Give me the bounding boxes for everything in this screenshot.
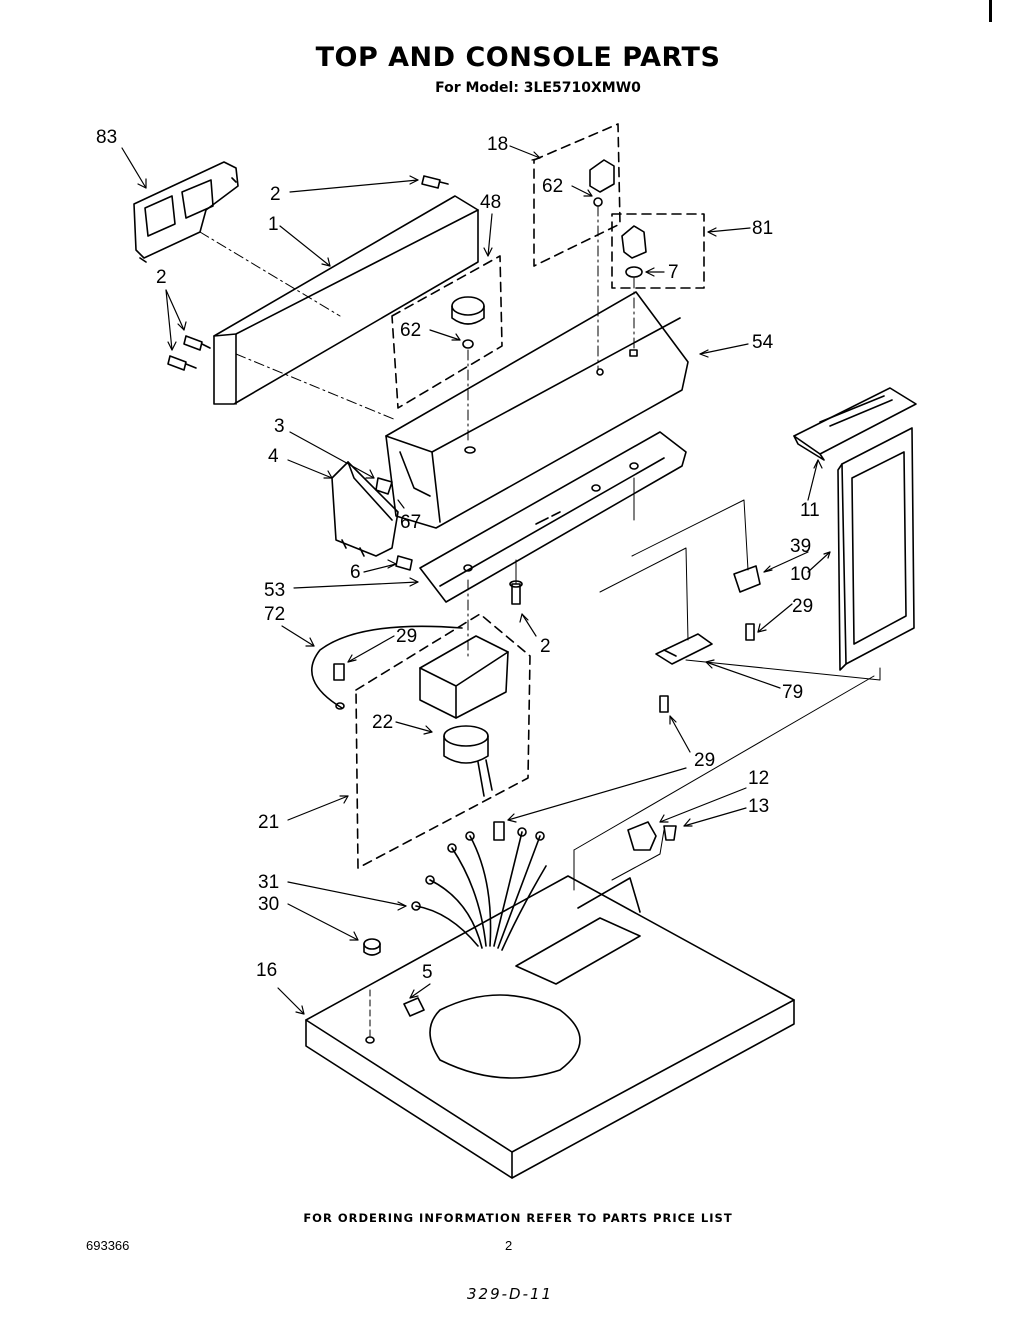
callout-83: 83 bbox=[96, 127, 117, 148]
callout-21: 21 bbox=[258, 812, 279, 833]
part-53-control-strip bbox=[419, 431, 687, 603]
part-83-bracket bbox=[133, 161, 239, 263]
callout-31: 31 bbox=[258, 872, 279, 893]
callout-29-left: 29 bbox=[396, 626, 417, 647]
leader-lines bbox=[121, 145, 831, 1015]
screw-part-29-lower bbox=[659, 695, 669, 713]
part-79-bracket bbox=[655, 633, 713, 665]
callout-16: 16 bbox=[256, 960, 277, 981]
callout-5: 5 bbox=[422, 962, 433, 983]
callout-29-right: 29 bbox=[792, 596, 813, 617]
callout-79: 79 bbox=[782, 682, 803, 703]
part-81-selector-group bbox=[611, 213, 705, 289]
part-4-end-bracket bbox=[331, 461, 399, 557]
part-13-screw bbox=[663, 825, 677, 841]
handwritten-code: 329-D-11 bbox=[467, 1285, 554, 1303]
callout-62-lower: 62 bbox=[400, 320, 421, 341]
ordering-info-note: FOR ORDERING INFORMATION REFER TO PARTS … bbox=[303, 1211, 733, 1225]
callout-29-lower: 29 bbox=[694, 750, 715, 771]
callout-10: 10 bbox=[790, 564, 811, 585]
corner-registration-mark bbox=[989, 0, 992, 22]
callout-22: 22 bbox=[372, 712, 393, 733]
callout-67: 67 bbox=[400, 512, 421, 533]
callout-2-strip: 2 bbox=[540, 636, 551, 657]
part-12-clip bbox=[627, 821, 657, 851]
page-number: 2 bbox=[505, 1238, 513, 1253]
part-72-wire bbox=[311, 625, 463, 710]
part-16-top-panel bbox=[305, 875, 795, 1179]
callout-72: 72 bbox=[264, 604, 285, 625]
callout-6: 6 bbox=[350, 562, 361, 583]
screw-part-2-left-lower bbox=[167, 355, 197, 371]
part-1-console-panel bbox=[213, 195, 479, 405]
callout-numbers: 83 2 1 48 18 62 81 7 2 62 54 3 4 67 11 3… bbox=[96, 127, 820, 983]
part-54-console-housing bbox=[385, 291, 689, 529]
callout-13: 13 bbox=[748, 796, 769, 817]
part-6-clip bbox=[395, 555, 413, 571]
part-48-knob-group bbox=[391, 255, 503, 409]
part-31-wire-harness bbox=[411, 827, 547, 951]
part-30-grommet bbox=[363, 938, 381, 956]
callout-18: 18 bbox=[487, 134, 508, 155]
callout-62-upper: 62 bbox=[542, 176, 563, 197]
callout-2-left: 2 bbox=[156, 267, 167, 288]
part-39-switch bbox=[733, 565, 761, 593]
phantom-lines bbox=[199, 205, 881, 1041]
callout-12: 12 bbox=[748, 768, 769, 789]
callout-1: 1 bbox=[268, 214, 279, 235]
callout-54: 54 bbox=[752, 332, 774, 353]
model-subtitle: For Model: 3LE5710XMW0 bbox=[435, 80, 641, 96]
callout-11: 11 bbox=[800, 500, 820, 521]
callout-30: 30 bbox=[258, 894, 279, 915]
screw-part-29-left bbox=[333, 663, 345, 681]
part-10-side-panel bbox=[837, 427, 915, 671]
screw-part-2-left-upper bbox=[183, 335, 211, 351]
part-21-timer-group bbox=[355, 613, 531, 869]
part-11-cover bbox=[793, 387, 917, 461]
document-number: 693366 bbox=[86, 1238, 130, 1253]
callout-53: 53 bbox=[264, 580, 285, 601]
part-3-screw bbox=[375, 477, 393, 495]
page-title: TOP AND CONSOLE PARTS bbox=[315, 42, 721, 73]
screw-part-29-right bbox=[745, 623, 755, 641]
screw-part-29-center bbox=[493, 821, 505, 841]
callout-81: 81 bbox=[752, 218, 773, 239]
screw-part-2-top bbox=[421, 175, 449, 189]
callout-48: 48 bbox=[480, 192, 501, 213]
callout-7: 7 bbox=[668, 262, 679, 283]
callout-3: 3 bbox=[274, 416, 285, 437]
callout-4: 4 bbox=[268, 446, 279, 467]
callout-39: 39 bbox=[790, 536, 811, 557]
callout-2-top: 2 bbox=[270, 184, 281, 205]
